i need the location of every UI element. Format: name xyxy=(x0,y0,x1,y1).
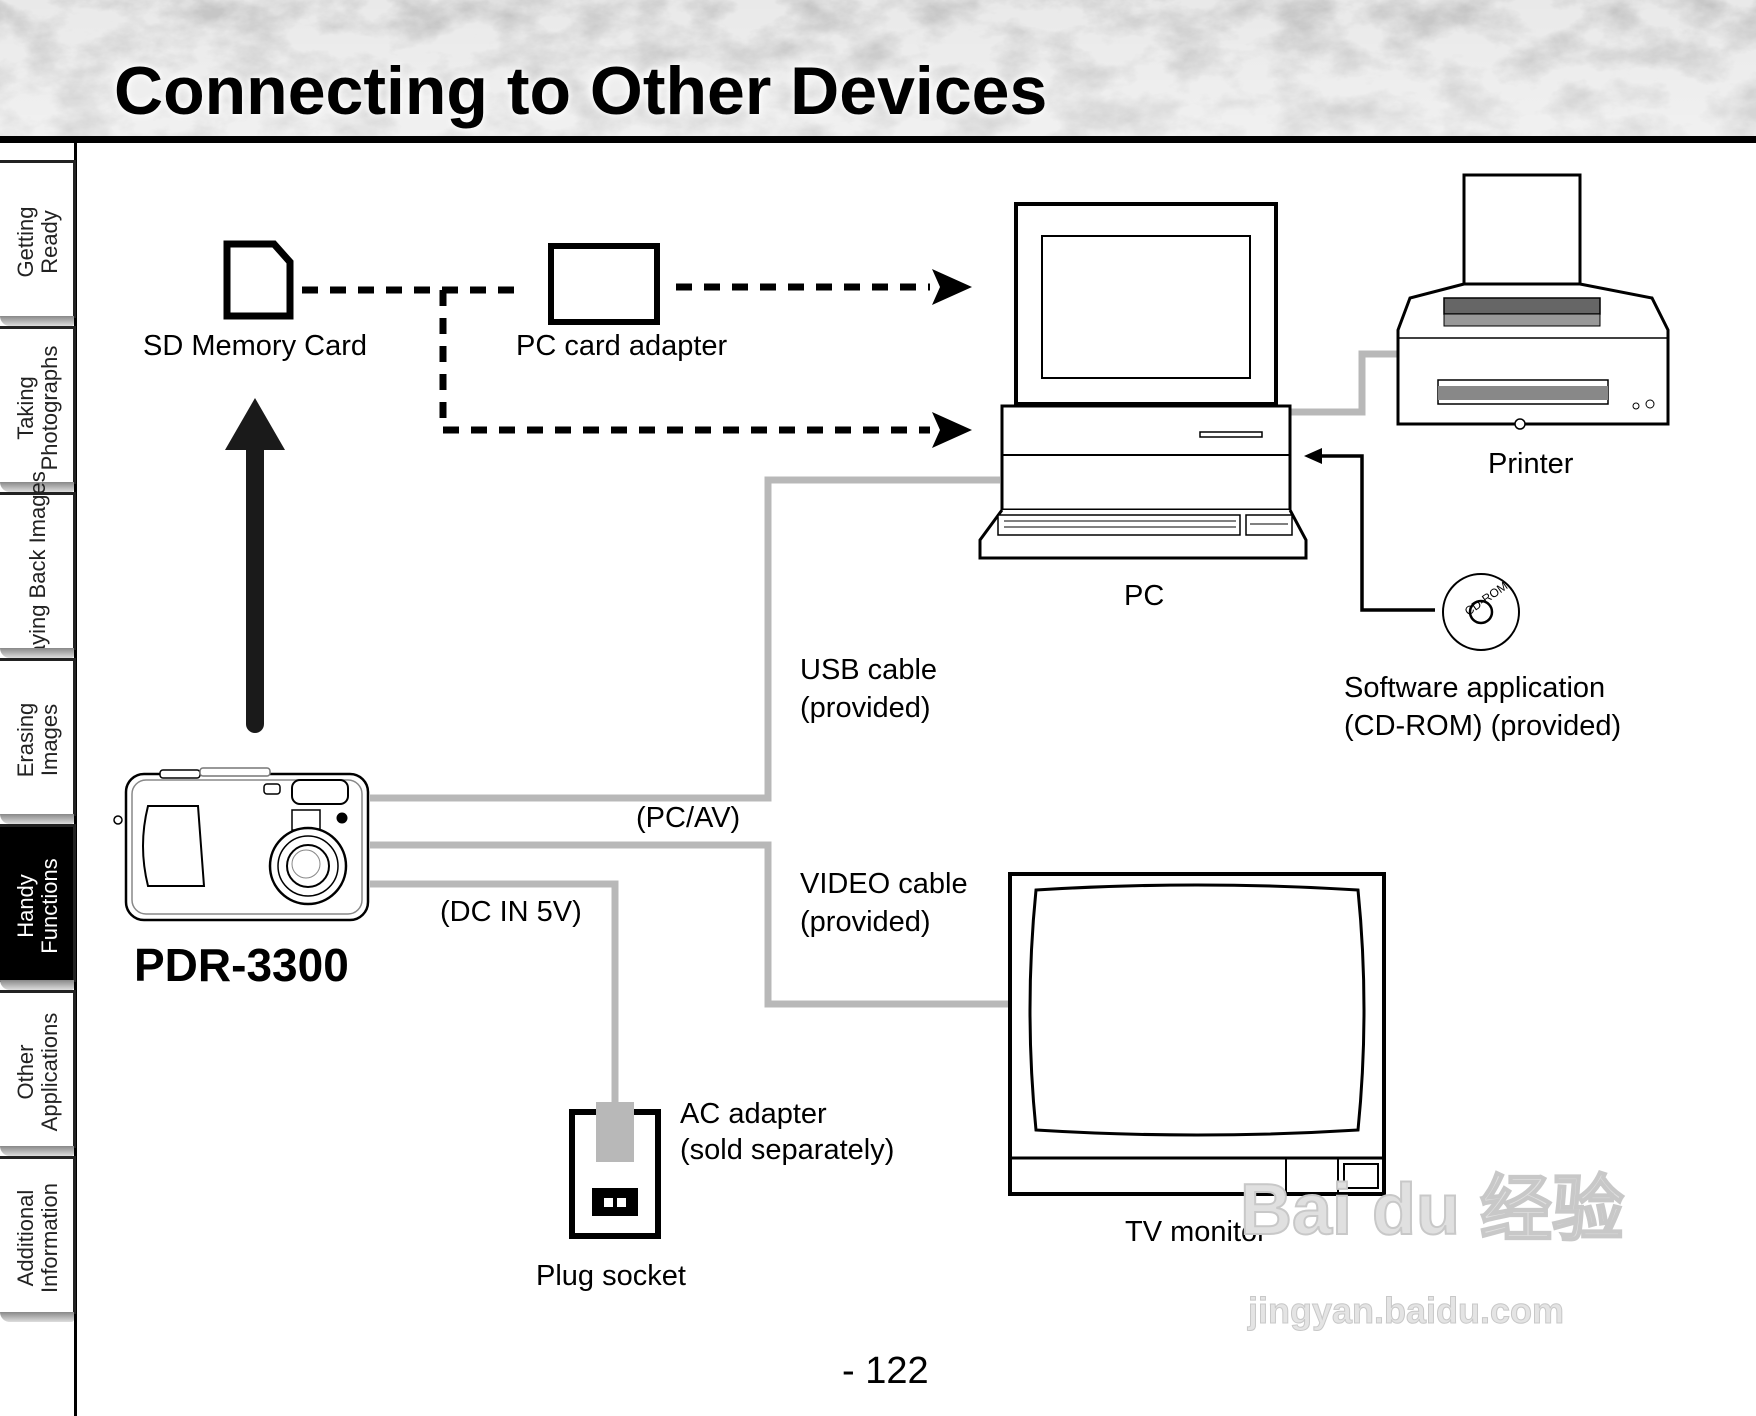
arrow-head-sd xyxy=(932,412,972,448)
video-cable-label: VIDEO cable xyxy=(800,868,968,900)
page-number: - 122 xyxy=(842,1350,929,1392)
camera-icon xyxy=(113,767,370,922)
software-label: Software application xyxy=(1344,672,1606,704)
dc-in-port-label: (DC IN 5V) xyxy=(440,896,582,928)
cables xyxy=(370,350,1400,1102)
camera-model-label: PDR-3300 xyxy=(134,939,349,991)
pc-card-adapter-label: PC card adapter xyxy=(516,330,728,362)
tv-monitor-icon xyxy=(1008,872,1386,1196)
header-rule xyxy=(0,136,1756,143)
header-texture xyxy=(0,0,1756,136)
arrow-head-adapter xyxy=(932,269,972,305)
software-provided-label: (CD-ROM) (provided) xyxy=(1344,710,1622,742)
dash-sd-to-pc xyxy=(439,290,930,434)
pc-icon xyxy=(978,202,1308,560)
usb-cable xyxy=(370,476,1000,802)
ac-adapter-sold-label: (sold separately) xyxy=(680,1134,895,1166)
tab-playing-back-images[interactable]: Playing Back Images xyxy=(0,471,76,677)
page-title: Connecting to Other Devices xyxy=(114,53,1048,129)
printer-icon xyxy=(1396,173,1670,430)
usb-cable-label: USB cable xyxy=(800,654,938,686)
pc-av-port-label: (PC/AV) xyxy=(636,802,741,834)
sd-card-label: SD Memory Card xyxy=(143,330,367,362)
page-header: Connecting to Other Devices xyxy=(0,0,1756,136)
video-cable xyxy=(370,841,1010,1008)
video-cable-provided-label: (provided) xyxy=(800,906,931,938)
tv-monitor-label: TV monitor xyxy=(1125,1216,1267,1248)
printer-label: Printer xyxy=(1488,448,1574,480)
up-arrow xyxy=(225,398,285,733)
pc-card-adapter-icon xyxy=(548,243,660,325)
usb-cable-provided-label: (provided) xyxy=(800,692,931,724)
ac-adapter-label: AC adapter xyxy=(680,1098,827,1130)
sd-card-icon xyxy=(223,240,294,320)
cd-rom-icon xyxy=(1442,573,1520,651)
dashed-paths xyxy=(302,283,930,434)
pc-label: PC xyxy=(1124,580,1165,612)
plug-socket-icon xyxy=(569,1102,661,1239)
cdrom-arrow xyxy=(1304,448,1435,612)
watermark-logo: Bai du 经验 xyxy=(1239,1169,1625,1251)
dc-cable xyxy=(370,880,619,1102)
watermark-url: jingyan.baidu.com xyxy=(1247,1290,1565,1332)
plug-socket-label: Plug socket xyxy=(536,1260,686,1292)
printer-cable xyxy=(1288,350,1400,416)
